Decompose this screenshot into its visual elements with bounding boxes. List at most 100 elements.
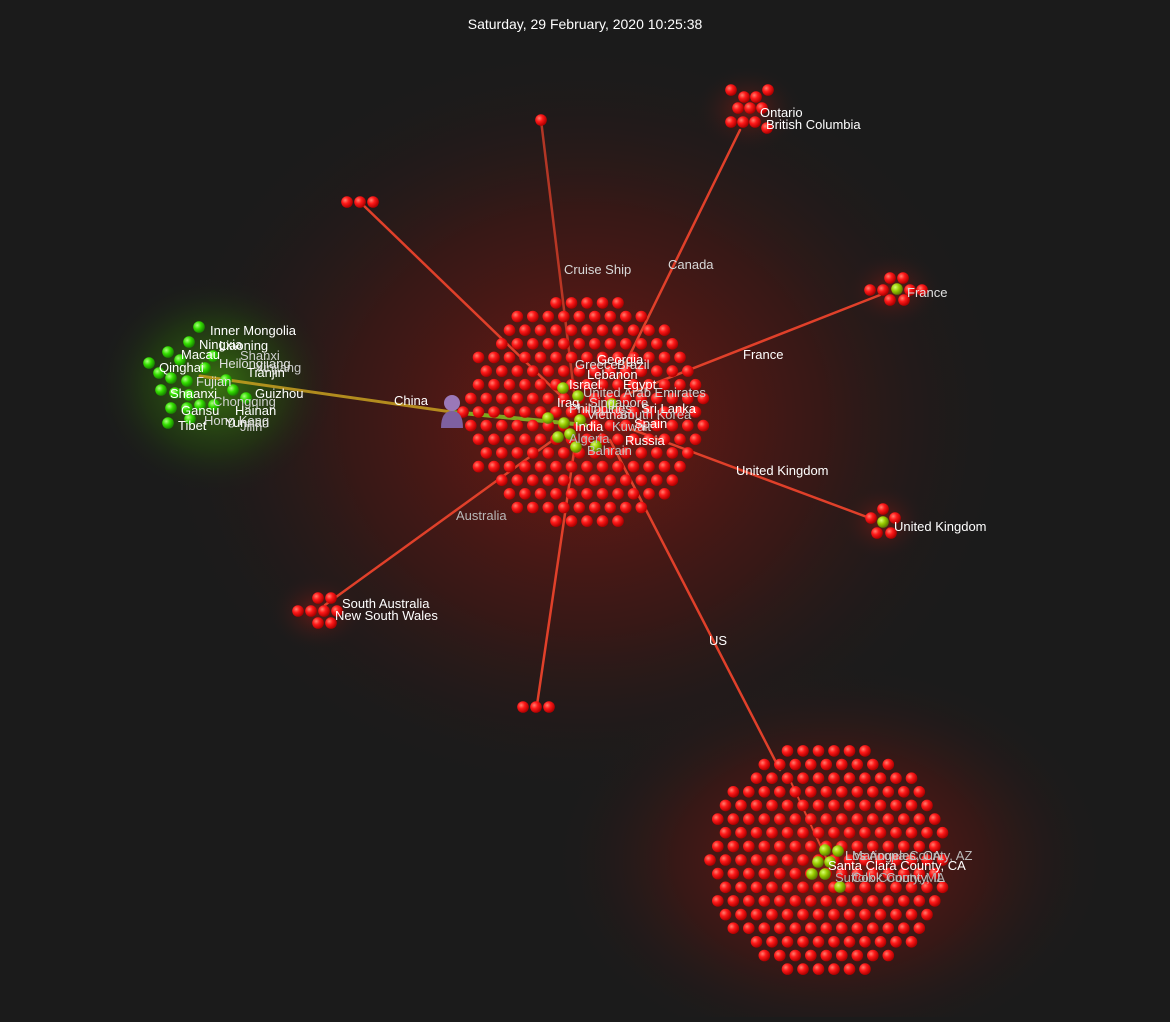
recovered-node-hub[interactable] <box>564 428 576 440</box>
case-node-us[interactable] <box>774 758 786 771</box>
case-node-us[interactable] <box>789 786 802 798</box>
case-node-hub[interactable] <box>612 406 624 418</box>
recovered-node-hub[interactable] <box>558 417 570 429</box>
case-node-china[interactable] <box>183 389 195 401</box>
case-node-hub[interactable] <box>565 297 578 309</box>
case-node-hub[interactable] <box>480 419 493 432</box>
case-node-triple[interactable] <box>367 196 379 208</box>
case-node-us[interactable] <box>867 758 879 771</box>
case-node-hub[interactable] <box>658 351 671 364</box>
case-node-us[interactable] <box>874 826 887 839</box>
case-node-hub[interactable] <box>589 310 601 323</box>
case-node-hub[interactable] <box>581 297 593 309</box>
case-node-us[interactable] <box>851 813 864 825</box>
case-node-hub[interactable] <box>674 433 686 446</box>
case-node-us[interactable] <box>828 772 840 784</box>
case-node-hub[interactable] <box>635 501 648 514</box>
case-node-australia[interactable] <box>292 605 304 617</box>
case-node-us[interactable] <box>921 908 933 921</box>
case-node-china[interactable] <box>155 384 167 396</box>
case-node-us[interactable] <box>805 786 817 798</box>
case-node-hub[interactable] <box>581 433 593 446</box>
case-node-us[interactable] <box>758 867 771 880</box>
recovered-node-hub[interactable] <box>570 441 582 453</box>
case-node-china[interactable] <box>181 375 193 387</box>
case-node-hub[interactable] <box>643 488 655 500</box>
case-node-us[interactable] <box>921 881 933 894</box>
case-node-hub[interactable] <box>612 433 624 446</box>
case-node-hub[interactable] <box>550 406 562 418</box>
case-node-us[interactable] <box>913 895 926 907</box>
case-node-us[interactable] <box>851 895 864 907</box>
case-node-canada[interactable] <box>749 116 761 128</box>
case-node-hub[interactable] <box>519 460 531 473</box>
case-node-us[interactable] <box>766 936 778 948</box>
case-node-us[interactable] <box>867 949 879 962</box>
case-node-us[interactable] <box>758 840 771 853</box>
case-node-canada[interactable] <box>725 116 737 128</box>
case-node-united-kingdom[interactable] <box>865 512 877 524</box>
case-node-hub[interactable] <box>511 501 524 514</box>
case-node-hub[interactable] <box>666 365 679 377</box>
case-node-us[interactable] <box>913 813 926 825</box>
case-node-us[interactable] <box>898 895 910 907</box>
case-node-canada[interactable] <box>756 102 768 114</box>
case-node-hub[interactable] <box>472 378 485 391</box>
recovered-node-hub[interactable] <box>574 414 586 426</box>
case-node-canada[interactable] <box>732 102 744 114</box>
case-node-hub[interactable] <box>558 365 570 377</box>
case-node-hub[interactable] <box>565 488 578 500</box>
case-node-hub[interactable] <box>542 365 555 377</box>
case-node-us[interactable] <box>874 854 887 866</box>
case-node-us[interactable] <box>797 908 809 921</box>
case-node-hub[interactable] <box>565 406 578 418</box>
case-node-us[interactable] <box>750 881 763 894</box>
case-node-us[interactable] <box>781 772 794 784</box>
case-node-hub[interactable] <box>620 447 632 459</box>
case-node-us[interactable] <box>743 840 755 853</box>
case-node-hub[interactable] <box>488 351 500 364</box>
case-node-hub[interactable] <box>527 365 539 377</box>
case-node-us[interactable] <box>929 867 941 880</box>
case-node-us[interactable] <box>719 826 732 839</box>
case-node-hub[interactable] <box>511 365 524 377</box>
case-node-us[interactable] <box>750 772 763 784</box>
case-node-hub[interactable] <box>534 324 547 337</box>
case-node-hub[interactable] <box>689 378 702 391</box>
case-node-hub[interactable] <box>550 515 562 527</box>
case-node-hub[interactable] <box>604 474 617 487</box>
case-node-us[interactable] <box>905 936 918 948</box>
case-node-us[interactable] <box>743 786 755 798</box>
case-node-hub[interactable] <box>666 447 679 459</box>
case-node-us[interactable] <box>774 895 786 907</box>
case-node-us[interactable] <box>820 949 833 962</box>
case-node-us[interactable] <box>836 949 848 962</box>
case-node-us[interactable] <box>851 867 864 880</box>
case-node-us[interactable] <box>882 840 895 853</box>
case-node-hub[interactable] <box>589 419 601 432</box>
case-node-hub[interactable] <box>534 460 547 473</box>
case-node-us[interactable] <box>789 867 802 880</box>
case-node-hub[interactable] <box>612 378 624 391</box>
case-node-hub[interactable] <box>542 501 555 514</box>
case-node-hub[interactable] <box>635 392 648 405</box>
case-node-us[interactable] <box>851 786 864 798</box>
case-node-china[interactable] <box>240 392 252 404</box>
case-node-hub[interactable] <box>658 406 671 418</box>
case-node-us[interactable] <box>882 758 895 771</box>
case-node-hub[interactable] <box>527 447 539 459</box>
recovered-node-us[interactable] <box>812 856 824 868</box>
case-node-us[interactable] <box>712 813 724 825</box>
case-node-hub[interactable] <box>635 419 648 432</box>
case-node-hub[interactable] <box>612 297 624 309</box>
case-node-us[interactable] <box>750 854 763 866</box>
case-node-hub[interactable] <box>558 447 570 459</box>
case-node-hub[interactable] <box>604 338 617 350</box>
case-node-us[interactable] <box>805 922 817 934</box>
case-node-hub[interactable] <box>534 378 547 391</box>
case-node-us[interactable] <box>774 813 786 825</box>
case-node-hub[interactable] <box>581 488 593 500</box>
recovered-node-us[interactable] <box>819 844 831 856</box>
case-node-united-kingdom[interactable] <box>871 527 883 539</box>
